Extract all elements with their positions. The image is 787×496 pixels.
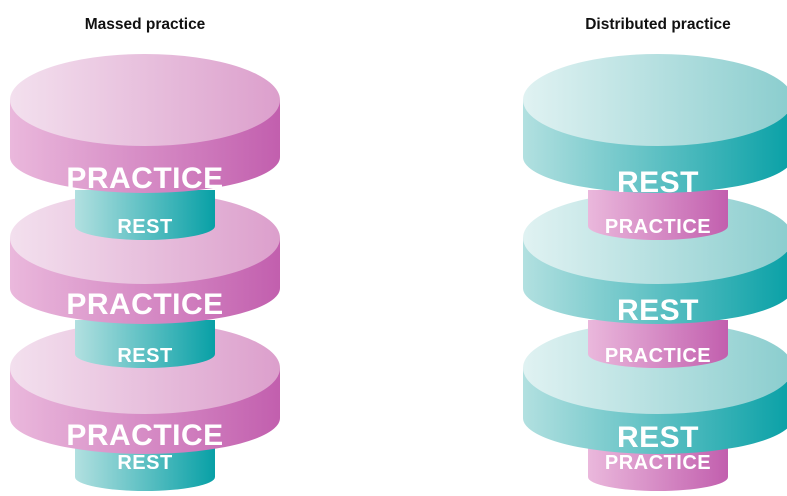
distributed-practice-segment-1: PRACTICE <box>588 190 728 240</box>
massed-practice-segment-1: PRACTICE <box>10 54 280 195</box>
distributed-practice-label-1: PRACTICE <box>605 216 711 238</box>
massed-rest-segment-2: REST <box>75 320 215 368</box>
massed-rest-label-2: REST <box>117 345 172 367</box>
distributed-rest-segment-1: REST <box>523 54 787 199</box>
massed-practice-label-2: PRACTICE <box>66 288 223 321</box>
distributed-rest-label-3: REST <box>617 421 699 454</box>
distributed-practice-segment-3: PRACTICE <box>588 445 728 491</box>
massed-practice-title: Massed practice <box>85 16 206 33</box>
distributed-practice-label-3: PRACTICE <box>605 452 711 474</box>
massed-rest-segment-3: REST <box>75 445 215 491</box>
distributed-rest-label-2: REST <box>617 294 699 327</box>
distributed-rest-label-1: REST <box>617 166 699 199</box>
massed-practice-label-1: PRACTICE <box>66 162 223 195</box>
distributed-practice-label-2: PRACTICE <box>605 345 711 367</box>
distributed-practice-title: Distributed practice <box>585 16 731 33</box>
massed-rest-label-1: REST <box>117 216 172 238</box>
distributed-practice-segment-2: PRACTICE <box>588 320 728 368</box>
massed-rest-segment-1: REST <box>75 190 215 240</box>
massed-practice-label-3: PRACTICE <box>66 419 223 452</box>
massed-rest-label-3: REST <box>117 452 172 474</box>
